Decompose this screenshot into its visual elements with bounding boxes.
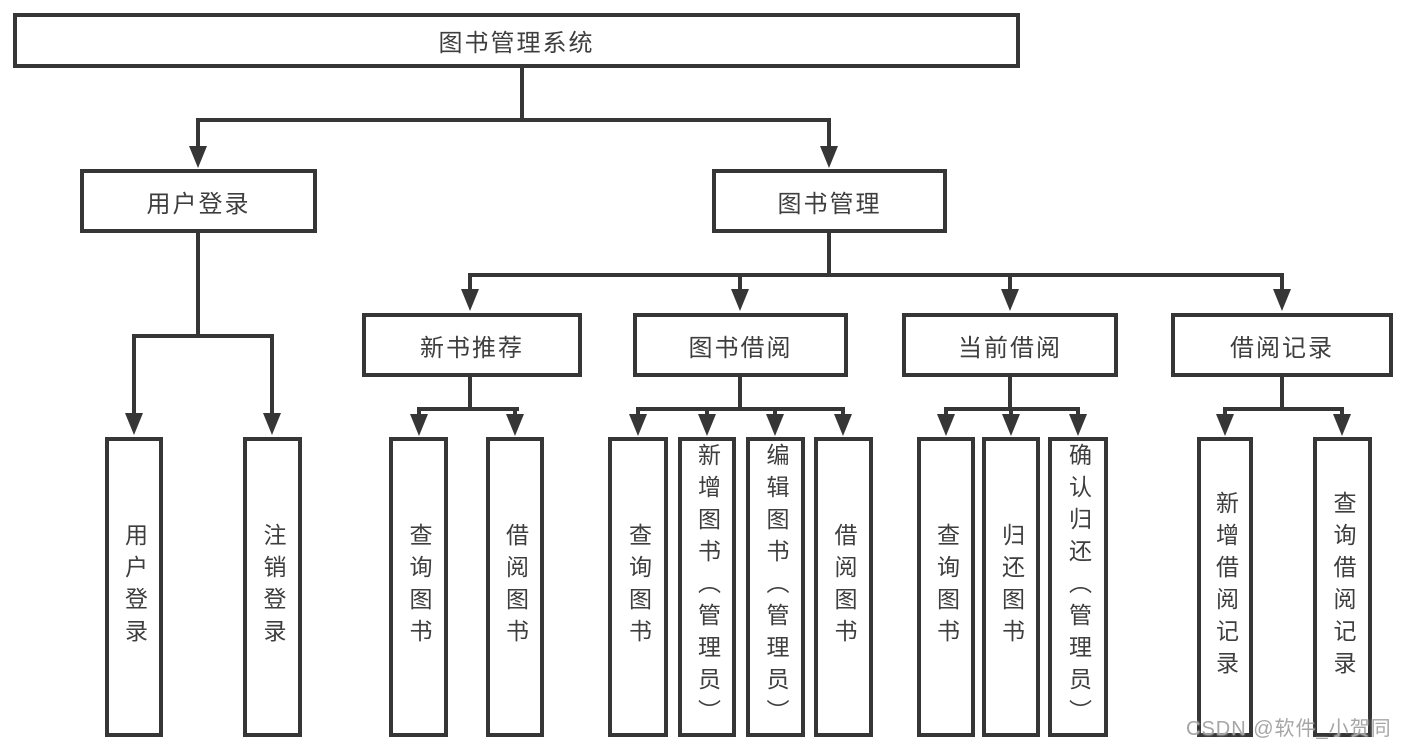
watermark: CSDN @软件_小贺同学 [1186,718,1392,740]
node-book-borrow: 图书借阅 [633,313,848,377]
connector-line [196,118,200,150]
arrow-down [766,414,784,436]
connector-line [827,233,831,277]
leaf-label: 确认归还（管理员） [1065,443,1092,731]
leaf-label: 借阅图书 [831,523,857,651]
connector-line [1340,407,1344,419]
arrow-down [410,414,428,436]
leaf-label: 借阅图书 [502,523,529,651]
node-label: 借阅记录 [1230,334,1334,362]
arrow-down [125,413,143,435]
node-label: 图书借阅 [688,334,793,362]
connector-line [1009,407,1013,419]
leaf-label: 归还图书 [998,523,1025,651]
connector-line [841,407,845,419]
connector-line [738,273,742,293]
connector-line [944,407,948,419]
node-label: 用户登录 [146,190,251,218]
leaf-label: 用户登录 [121,523,148,651]
connector-line [1008,273,1012,293]
arrow-down [1333,414,1351,436]
arrow-down [820,146,838,168]
leaf-label: 查询图书 [625,523,652,651]
leaf-return-books: 归还图书 [982,437,1040,737]
leaf-label: 查询图书 [933,523,960,651]
arrow-down [731,289,749,311]
leaf-label: 新增借阅记录 [1212,491,1239,683]
connector-line [417,407,421,419]
connector-line [468,377,472,410]
leaf-label: 查询借阅记录 [1330,491,1356,683]
leaf-edit-book-admin: 编辑图书（管理员） [746,437,805,737]
leaf-label: 注销登录 [260,523,286,651]
node-current-borrow: 当前借阅 [902,313,1118,377]
connector-line [636,407,640,419]
node-borrow-records: 借阅记录 [1171,313,1393,377]
connector-line [1280,273,1284,293]
connector-line [417,407,519,411]
leaf-user-login: 用户登录 [105,437,163,737]
leaf-add-borrow-record: 新增借阅记录 [1197,437,1253,737]
arrow-down [1002,414,1020,436]
arrow-down [1273,289,1291,311]
leaf-label: 新增图书（管理员） [694,443,721,731]
connector-line [132,334,136,416]
connector-line [738,377,742,410]
arrow-down [263,413,281,435]
leaf-query-books-borrow: 查询图书 [608,437,668,737]
arrow-down [1069,414,1087,436]
leaf-label: 查询图书 [406,523,432,651]
node-label: 当前借阅 [958,334,1062,362]
connector-line [827,118,831,150]
arrow-down [461,289,479,311]
node-label: 新书推荐 [420,334,524,362]
leaf-confirm-return-admin: 确认归还（管理员） [1048,437,1108,737]
connector-line [705,407,709,419]
connector-line [468,273,472,293]
leaf-logout: 注销登录 [243,437,302,737]
node-book-management: 图书管理 [712,169,947,233]
leaf-query-borrow-record: 查询借阅记录 [1313,437,1372,737]
connector-line [132,334,274,338]
leaf-borrow-books-recommend: 借阅图书 [486,437,544,737]
leaf-query-books-current: 查询图书 [917,437,975,737]
connector-line [773,407,777,419]
arrow-down [629,414,647,436]
leaf-label: 编辑图书（管理员） [763,443,789,731]
connector-line [1280,377,1284,410]
connector-line [270,334,274,416]
arrow-down [1001,289,1019,311]
connector-line [1223,407,1344,411]
connector-line [1076,407,1080,419]
connector-line [196,233,200,338]
connector-line [1223,407,1227,419]
connector-line [513,407,517,419]
node-new-book-recommend: 新书推荐 [362,313,582,377]
leaf-borrow-books-borrow: 借阅图书 [814,437,873,737]
arrow-down [698,414,716,436]
connector-line [636,407,845,411]
connector-line [196,118,831,122]
leaf-query-books-recommend: 查询图书 [389,437,448,737]
node-label: 图书管理系统 [438,30,595,57]
connector-line [1008,377,1012,410]
connector-line [520,68,524,122]
arrow-down [189,146,207,168]
arrow-down [834,414,852,436]
connector-line [468,273,1284,277]
arrow-down [937,414,955,436]
node-library-management-system: 图书管理系统 [13,13,1020,68]
node-label: 图书管理 [777,190,882,218]
leaf-add-book-admin: 新增图书（管理员） [678,437,736,737]
arrow-down [1216,414,1234,436]
arrow-down [506,414,524,436]
node-user-login: 用户登录 [80,169,317,233]
